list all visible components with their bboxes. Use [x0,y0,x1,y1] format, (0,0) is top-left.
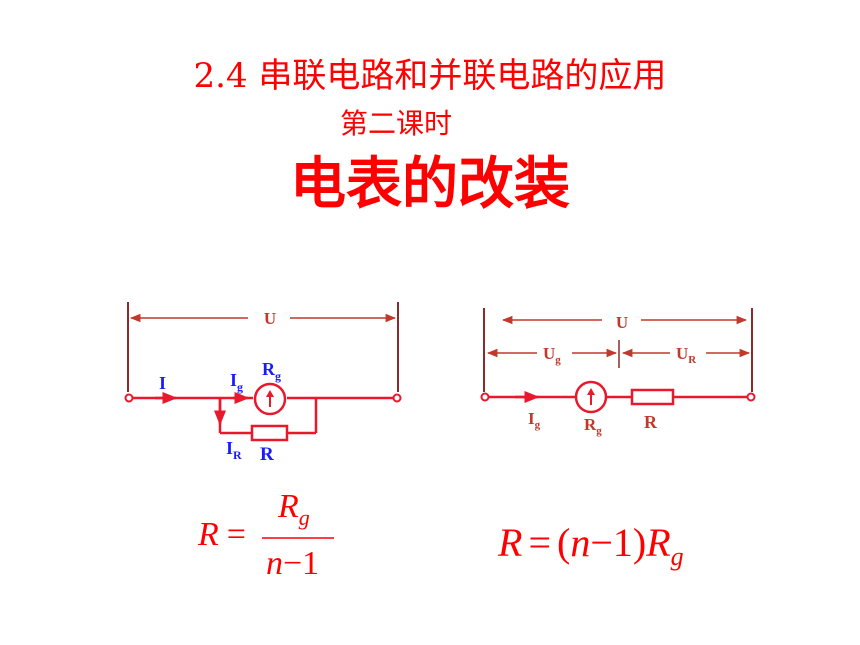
current-i-label: I [159,373,166,393]
ur-label: UR [676,344,697,366]
current-ir-label: IR [226,438,242,462]
rg-label: Rg [584,415,602,437]
terminal-right [746,392,756,402]
title-line-1: 2.4 串联电路和并联电路的应用 [193,56,667,96]
current-ig-label: Ig [230,370,243,394]
current-ig-label: Ig [528,409,541,431]
formula-left-lhs: R= [198,516,246,553]
title-line-2: 第二课时 [340,107,453,140]
terminal-left [480,392,490,402]
galvanometer-arrowhead [266,390,274,397]
terminal-left [124,393,134,403]
formula-left-numerator: Rg [278,488,310,530]
resistor-r-right [630,388,675,406]
left-circuit: U I Ig Rg IR R [124,302,402,465]
galvanometer-arrowhead [587,388,595,395]
resistor-r-left [250,424,289,442]
formula-left-denominator: n−1 [266,545,320,582]
formula-right: R=(n−1)Rg [498,520,684,571]
terminal-right [392,393,402,403]
title-line-3: 电表的改装 [290,152,570,217]
ug-label: Ug [543,344,561,366]
u-label: U [616,313,628,332]
resistor-r-label: R [260,444,274,465]
right-circuit: U Ug UR Ig Rg R [480,308,756,437]
u-label: U [264,309,276,328]
resistor-r-label: R [644,412,658,432]
rg-label: Rg [262,359,281,383]
